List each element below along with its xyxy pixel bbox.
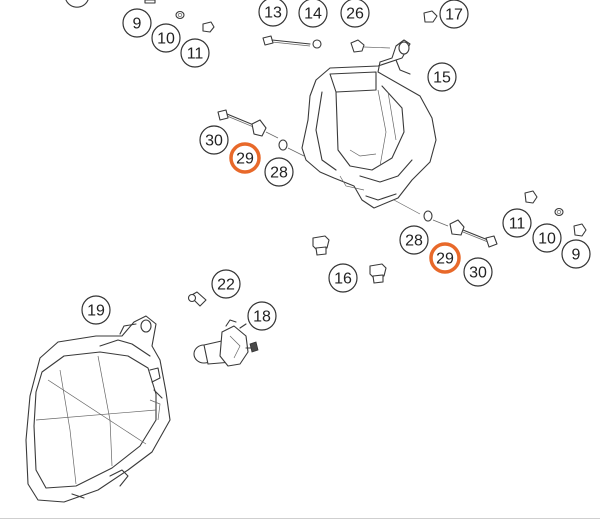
callout-9: 9 <box>561 239 591 269</box>
callout-circle <box>151 23 181 53</box>
callout-19: 19 <box>81 295 111 325</box>
callout-label: 11 <box>187 46 204 63</box>
callout-circle <box>247 301 277 331</box>
callout-label: 16 <box>334 271 352 288</box>
callout-circle <box>427 62 457 92</box>
callout-circle <box>81 295 111 325</box>
mounting-hardware-left <box>217 109 305 157</box>
callout-circle <box>439 0 469 29</box>
callout-label: 14 <box>304 6 322 23</box>
callout-circle <box>463 257 493 287</box>
callout-label: 10 <box>157 31 175 48</box>
callout-22: 22 <box>211 269 241 299</box>
callout-11: 11 <box>180 38 210 68</box>
callout-circle <box>328 263 358 293</box>
callout-circle <box>264 157 294 187</box>
callout-label: 10 <box>538 231 556 248</box>
callout-circle <box>258 0 288 27</box>
headlight-bracket <box>301 39 437 209</box>
callout-circle <box>532 223 562 253</box>
callout-label: 18 <box>253 309 271 326</box>
parking-bulb <box>187 291 207 307</box>
callout-circle <box>429 242 461 274</box>
callout-label: 13 <box>264 5 282 22</box>
cropped-callout-fragment <box>65 0 89 8</box>
callout-28: 28 <box>399 225 429 255</box>
callout-label: 9 <box>133 16 142 33</box>
nut-part-17 <box>423 10 438 23</box>
callout-29-highlighted: 29 <box>429 242 461 274</box>
mounting-hardware-right <box>393 199 498 248</box>
callout-17: 17 <box>439 0 469 29</box>
callout-label: 9 <box>572 247 581 264</box>
callout-label: 19 <box>87 303 105 320</box>
hardware-set-left <box>144 0 215 33</box>
callout-label: 28 <box>405 233 423 250</box>
bottom-divider <box>0 518 600 519</box>
callout-14: 14 <box>298 0 328 28</box>
callout-circle <box>122 8 152 38</box>
callout-16: 16 <box>328 263 358 293</box>
headlamp-unit <box>25 315 171 503</box>
callout-label: 29 <box>236 151 254 168</box>
callout-9: 9 <box>122 8 152 38</box>
callout-circle <box>180 38 210 68</box>
callout-30: 30 <box>463 257 493 287</box>
callout-circle <box>561 239 591 269</box>
callout-label: 30 <box>469 265 487 282</box>
callout-26: 26 <box>340 0 370 28</box>
callout-label: 30 <box>205 133 223 150</box>
callout-circle <box>298 0 328 28</box>
callout-15: 15 <box>427 62 457 92</box>
callout-label: 22 <box>217 277 235 294</box>
callout-18: 18 <box>247 301 277 331</box>
callout-10: 10 <box>151 23 181 53</box>
callout-circle <box>340 0 370 28</box>
hardware-set-right <box>524 190 587 237</box>
headlight-bulb <box>193 319 259 367</box>
callout-11: 11 <box>502 208 532 238</box>
callout-13: 13 <box>258 0 288 27</box>
callout-label: 17 <box>445 7 463 24</box>
callout-30: 30 <box>199 125 229 155</box>
callout-label: 28 <box>270 165 288 182</box>
callout-circle <box>502 208 532 238</box>
callout-circle <box>199 125 229 155</box>
callout-label: 26 <box>346 6 364 23</box>
callout-layer: 9 10 11 13 14 26 17 15 30 29 28 11 10 9 28 29 30 16 22 19 18 <box>81 0 591 331</box>
callout-label: 11 <box>509 216 526 233</box>
callout-29-highlighted: 29 <box>229 142 261 174</box>
callout-10: 10 <box>532 223 562 253</box>
callout-circle <box>211 269 241 299</box>
callout-circle <box>229 142 261 174</box>
callout-label: 15 <box>433 70 451 87</box>
callout-28: 28 <box>264 157 294 187</box>
grommet-pair <box>312 235 387 284</box>
callout-label: 29 <box>436 251 454 268</box>
screw-set-top <box>262 35 391 53</box>
callout-circle <box>399 225 429 255</box>
